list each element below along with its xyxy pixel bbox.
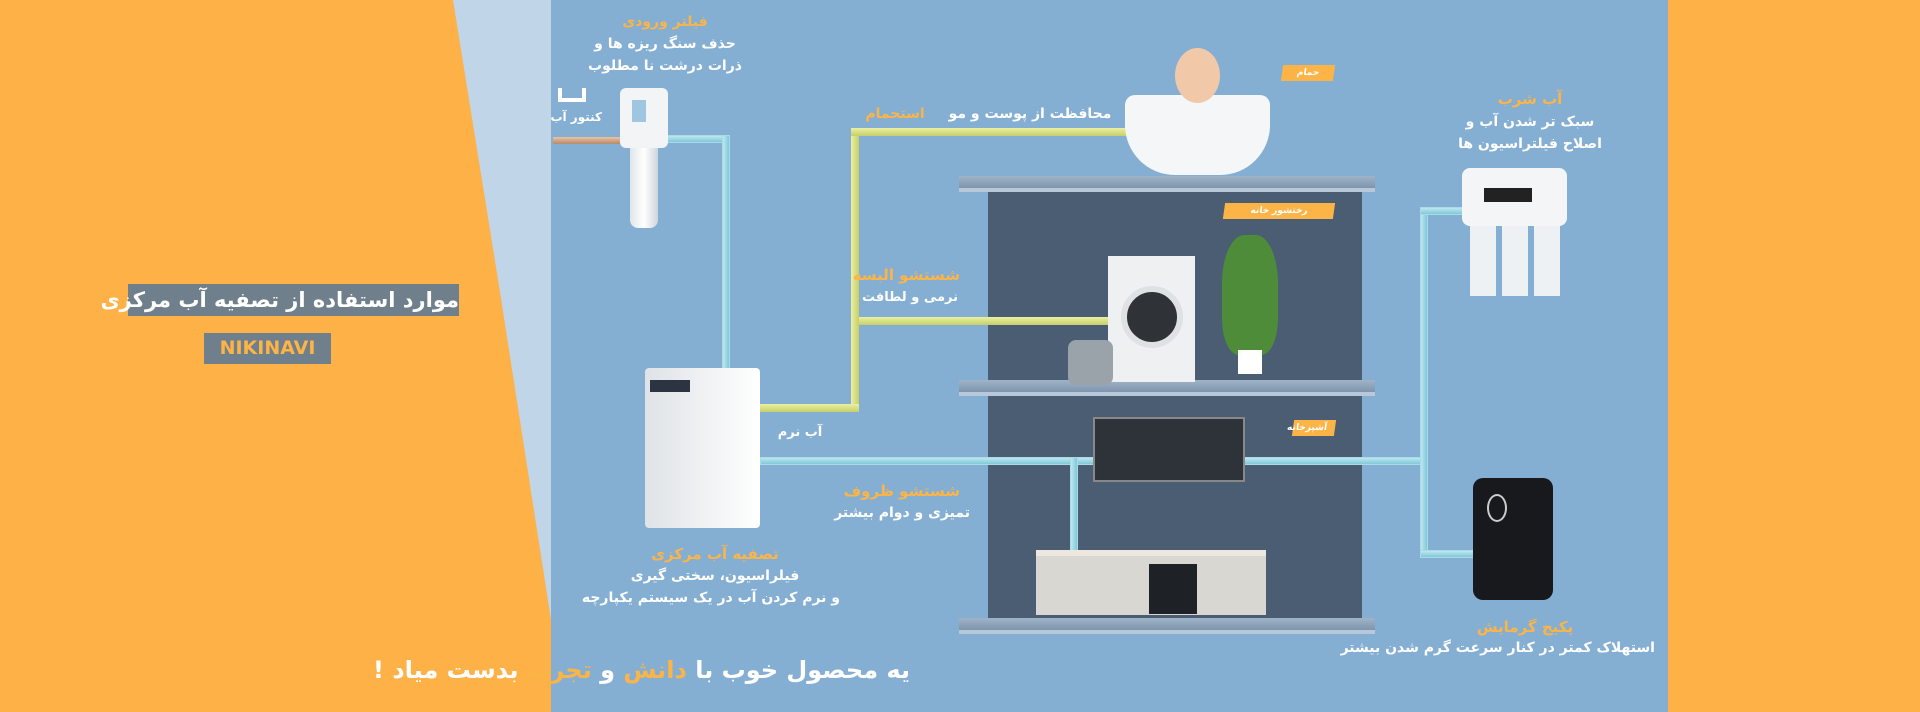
shelf-middle bbox=[959, 380, 1375, 396]
bathing-desc: محافظت از پوست و مو bbox=[948, 106, 1112, 122]
banner-title: موارد استفاده از تصفیه آب مرکزی bbox=[100, 284, 459, 316]
bathtub-image bbox=[1125, 95, 1270, 175]
dishwashing-desc: تمیزی و دوام بیشتر bbox=[834, 505, 970, 521]
drinking-line1: سبک تر شدن آب و bbox=[1465, 114, 1595, 130]
slogan-and: و bbox=[600, 656, 615, 684]
heating-title: پکیج گرمایش bbox=[1476, 618, 1574, 636]
plant-pot bbox=[1238, 350, 1262, 374]
slogan-part1: یه محصول خوب با bbox=[695, 656, 910, 684]
pipe bbox=[859, 317, 1119, 325]
filter-cartridge bbox=[630, 148, 658, 228]
brand-name: NIKINAVI bbox=[204, 333, 331, 364]
slogan-word-knowledge: دانش bbox=[623, 656, 687, 684]
bathing-title: استحمام bbox=[865, 106, 925, 122]
central-line2: و نرم کردن آب در یک سیستم یکپارچه bbox=[581, 590, 840, 606]
pipe bbox=[722, 135, 730, 405]
slogan: یه محصول خوب با دانش و تجربه بدست میاد ! bbox=[373, 656, 910, 684]
kitchen-cabinet-image bbox=[1093, 417, 1245, 482]
pipe bbox=[851, 128, 1131, 136]
central-title: تصفیه آب مرکزی bbox=[651, 545, 779, 563]
inlet-filter-line2: ذرات درشت نا مطلوب bbox=[588, 58, 742, 74]
meter-icon bbox=[558, 88, 586, 102]
dishwashing-title: شستشو ظروف bbox=[843, 482, 960, 500]
tag-laundry: رختشور خانه bbox=[1222, 203, 1336, 219]
right-orange-panel bbox=[1668, 0, 1920, 712]
drinking-title: آب شرب bbox=[1497, 90, 1563, 108]
baby-image bbox=[1175, 48, 1220, 103]
slogan-part2: بدست میاد ! bbox=[373, 656, 519, 684]
tag-bathroom: حمام bbox=[1280, 65, 1336, 81]
shelf-top bbox=[959, 176, 1375, 192]
central-line1: فیلراسیون، سختی گیری bbox=[630, 568, 800, 584]
slogan-word-experience: تجربه bbox=[526, 656, 592, 684]
meter-pipe bbox=[553, 137, 623, 144]
shelf-bottom bbox=[959, 618, 1375, 634]
water-meter-label: کنتور آب bbox=[550, 110, 602, 124]
plant-image bbox=[1222, 235, 1278, 355]
soft-water-label: آب نرم bbox=[777, 425, 823, 440]
pipe bbox=[1420, 207, 1465, 215]
laundry-title: شستشو البسه bbox=[852, 266, 960, 284]
central-softener-image bbox=[645, 368, 760, 528]
heating-desc: استهلاک کمتر در کنار سرعت گرم شدن بیشتر bbox=[1340, 640, 1655, 656]
pipe bbox=[760, 404, 859, 412]
tag-kitchen: آشپزخانه bbox=[1286, 420, 1337, 436]
laundry-pile-image bbox=[1068, 340, 1113, 385]
laundry-desc: نرمی و لطافت bbox=[861, 290, 958, 305]
pipe bbox=[851, 128, 859, 410]
filter-display bbox=[632, 100, 646, 122]
inlet-filter-title: فیلتر ورودی bbox=[622, 14, 708, 30]
pipe bbox=[1420, 207, 1428, 557]
softener-display bbox=[650, 380, 690, 392]
dishwasher bbox=[1149, 564, 1197, 614]
pipe bbox=[1420, 550, 1475, 558]
drinking-line2: اصلاح فیلتراسیون ها bbox=[1458, 136, 1602, 152]
inlet-filter-line1: حذف سنگ ریزه ها و bbox=[594, 36, 736, 52]
machine-door bbox=[1121, 286, 1183, 348]
kitchen-counter-image bbox=[1036, 550, 1266, 615]
boiler-image bbox=[1473, 478, 1553, 600]
boiler-display bbox=[1487, 494, 1507, 522]
ro-filter-image bbox=[1462, 168, 1567, 226]
washing-machine-image bbox=[1108, 256, 1195, 382]
pipe bbox=[1070, 457, 1078, 552]
ro-display bbox=[1484, 188, 1532, 202]
inlet-filter-image bbox=[620, 88, 668, 148]
ro-cartridges bbox=[1470, 226, 1560, 296]
